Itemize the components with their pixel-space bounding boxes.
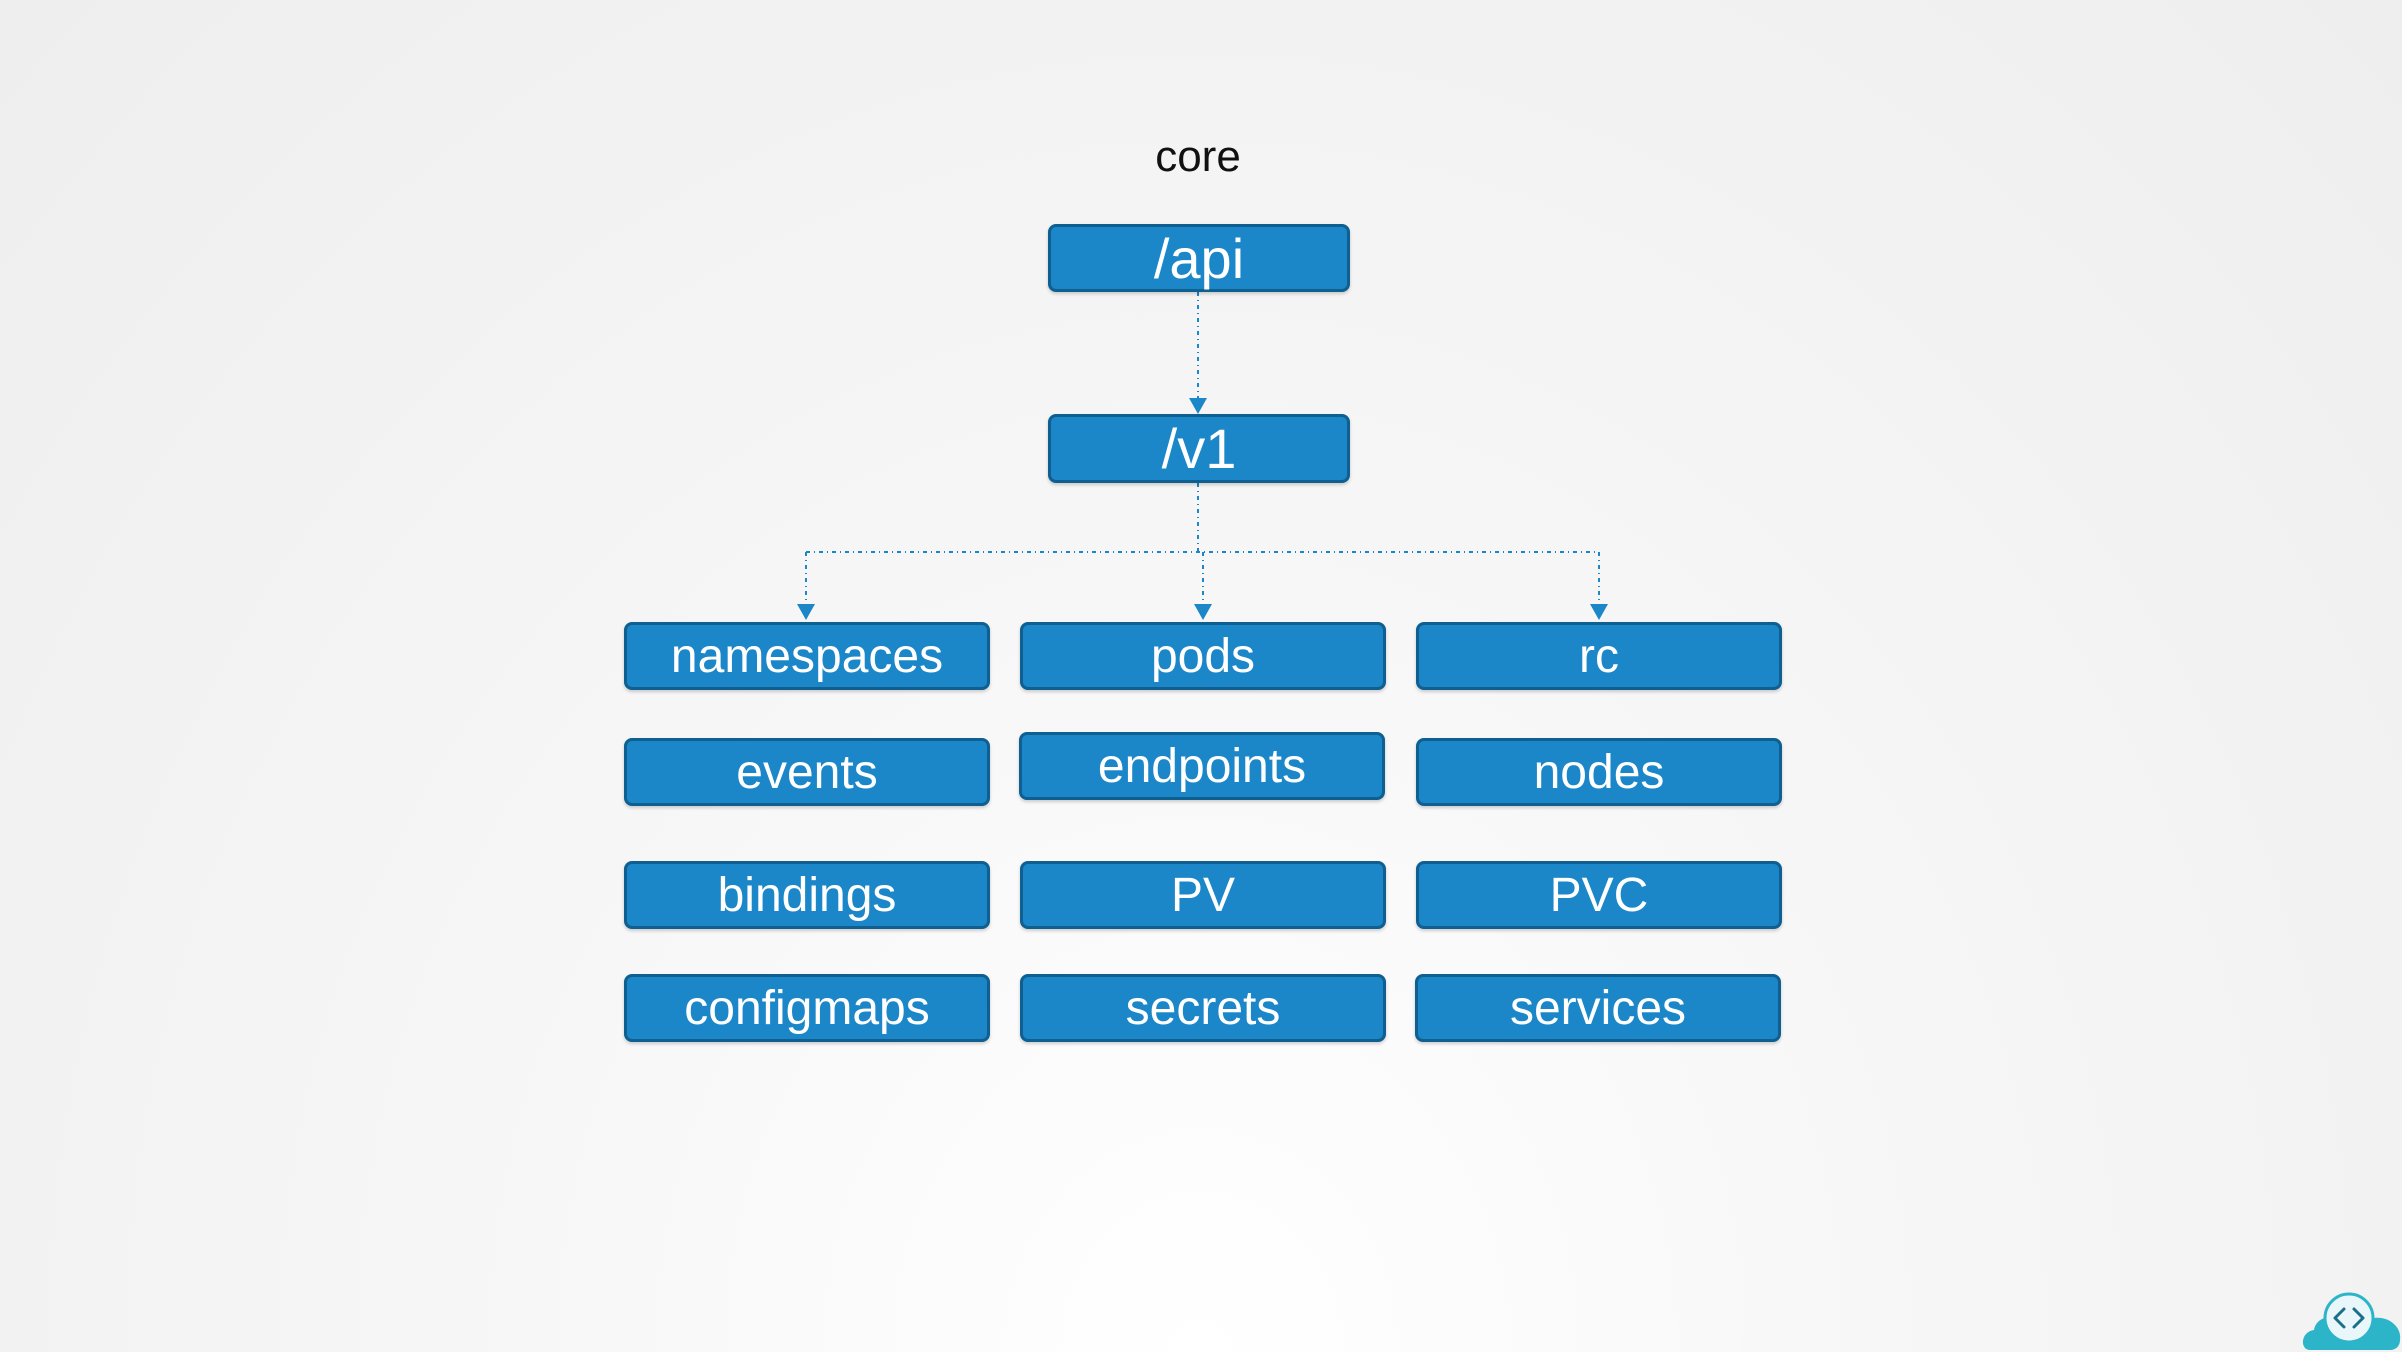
- arrowhead-v1: [1189, 398, 1207, 414]
- v1-node: /v1: [1048, 414, 1350, 483]
- nodes-node: nodes: [1416, 738, 1782, 806]
- code-cloud-icon: [2302, 1292, 2401, 1350]
- pods-node: pods: [1020, 622, 1386, 690]
- endpoints-node: endpoints: [1019, 732, 1385, 800]
- configmaps-node: configmaps: [624, 974, 990, 1042]
- pvc-node: PVC: [1416, 861, 1782, 929]
- arrowhead-namespaces: [797, 604, 815, 620]
- events-node: events: [624, 738, 990, 806]
- pv-node: PV: [1020, 861, 1386, 929]
- arrowhead-rc: [1590, 604, 1608, 620]
- core-group-label: core: [1155, 132, 1241, 181]
- services-node: services: [1415, 974, 1781, 1042]
- namespaces-node: namespaces: [624, 622, 990, 690]
- api-node: /api: [1048, 224, 1350, 292]
- secrets-node: secrets: [1020, 974, 1386, 1042]
- arrowhead-pods: [1194, 604, 1212, 620]
- rc-node: rc: [1416, 622, 1782, 690]
- bindings-node: bindings: [624, 861, 990, 929]
